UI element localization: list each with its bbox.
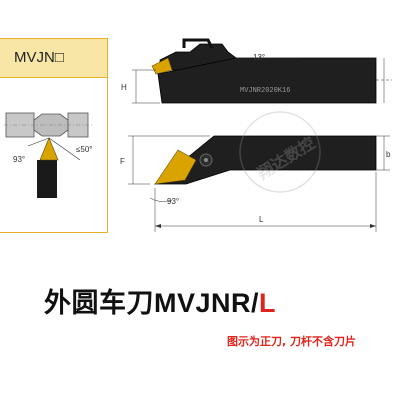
side-insert xyxy=(151,57,173,75)
product-note: 图示为正刀, 刀杆不含刀片 xyxy=(227,335,357,348)
small-angle-b: ≤50° xyxy=(76,145,93,154)
angle-93-label: 93° xyxy=(167,197,179,206)
model-card-header: MVJN□ xyxy=(0,39,107,78)
small-angle-a: 93° xyxy=(13,155,25,164)
side-view-toolholder: MVJNR2020K16 xyxy=(151,38,377,104)
dim-h-label: H xyxy=(121,83,127,92)
shank-marking: MVJNR2020K16 xyxy=(240,87,290,95)
product-title-main: 外圆车刀MVJNR/ xyxy=(44,288,260,318)
top-view-toolholder xyxy=(153,135,377,185)
model-code: MVJN□ xyxy=(14,49,64,66)
workpiece-diagram xyxy=(4,112,92,138)
dim-f-label: F xyxy=(120,157,125,166)
product-title: 外圆车刀MVJNR/L xyxy=(44,281,276,320)
angle-13-label: 13° xyxy=(253,53,265,62)
top-insert xyxy=(154,149,197,185)
small-insert xyxy=(39,137,59,161)
dim-l-label: L xyxy=(259,215,264,224)
small-tool-diagram xyxy=(27,137,81,198)
dim-b-label: b xyxy=(386,150,391,159)
product-title-accent: L xyxy=(259,288,277,318)
